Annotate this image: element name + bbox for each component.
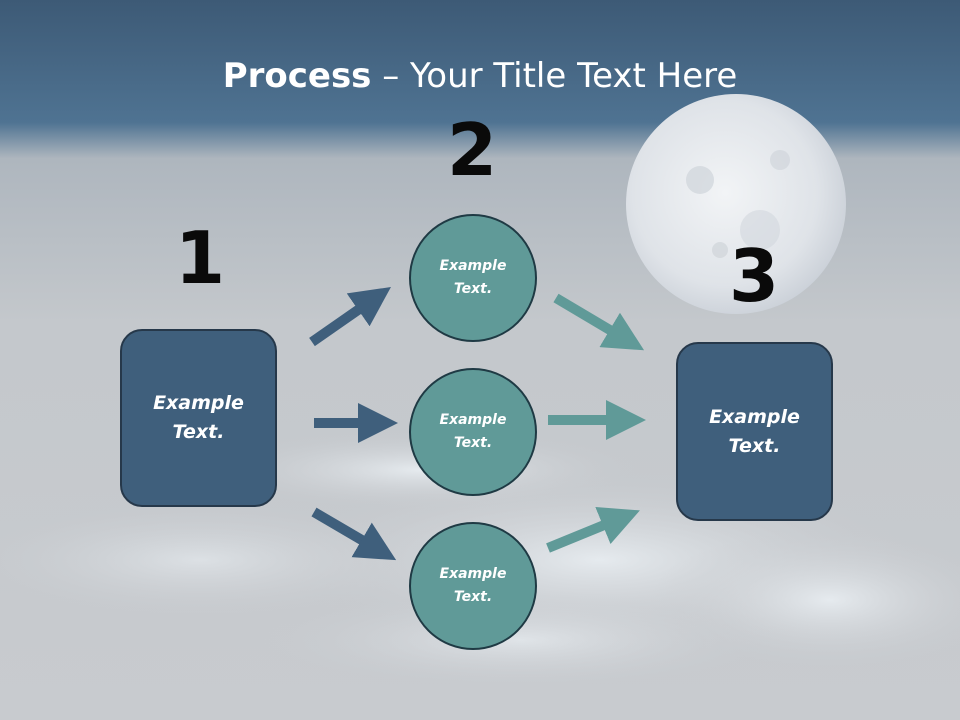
right-box-text: Example Text. <box>709 405 800 457</box>
left-process-box[interactable]: Example Text. <box>120 329 277 507</box>
arrow-to-circle-3 <box>311 507 397 561</box>
process-circle-1[interactable]: Example Text. <box>409 214 537 342</box>
arrow-from-circle-3 <box>546 507 640 553</box>
left-box-text: Example Text. <box>153 392 244 443</box>
circle-3-text: Example Text. <box>439 566 507 605</box>
title-bold: Process <box>222 56 372 96</box>
arrow-to-circle-1 <box>309 286 391 347</box>
title-rest: – Your Title Text Here <box>371 56 738 96</box>
step-number-1: 1 <box>174 216 226 300</box>
moon-image <box>626 94 846 314</box>
right-process-box[interactable]: Example Text. <box>676 342 833 521</box>
circle-1-text: Example Text. <box>439 258 507 297</box>
slide-title: Process – Your Title Text Here <box>0 54 960 98</box>
arrow-from-circle-1 <box>553 293 645 351</box>
process-circle-2[interactable]: Example Text. <box>409 368 537 496</box>
circle-2-text: Example Text. <box>439 412 507 451</box>
step-number-3: 3 <box>728 234 780 318</box>
step-number-2: 2 <box>446 108 498 192</box>
process-circle-3[interactable]: Example Text. <box>409 522 537 650</box>
